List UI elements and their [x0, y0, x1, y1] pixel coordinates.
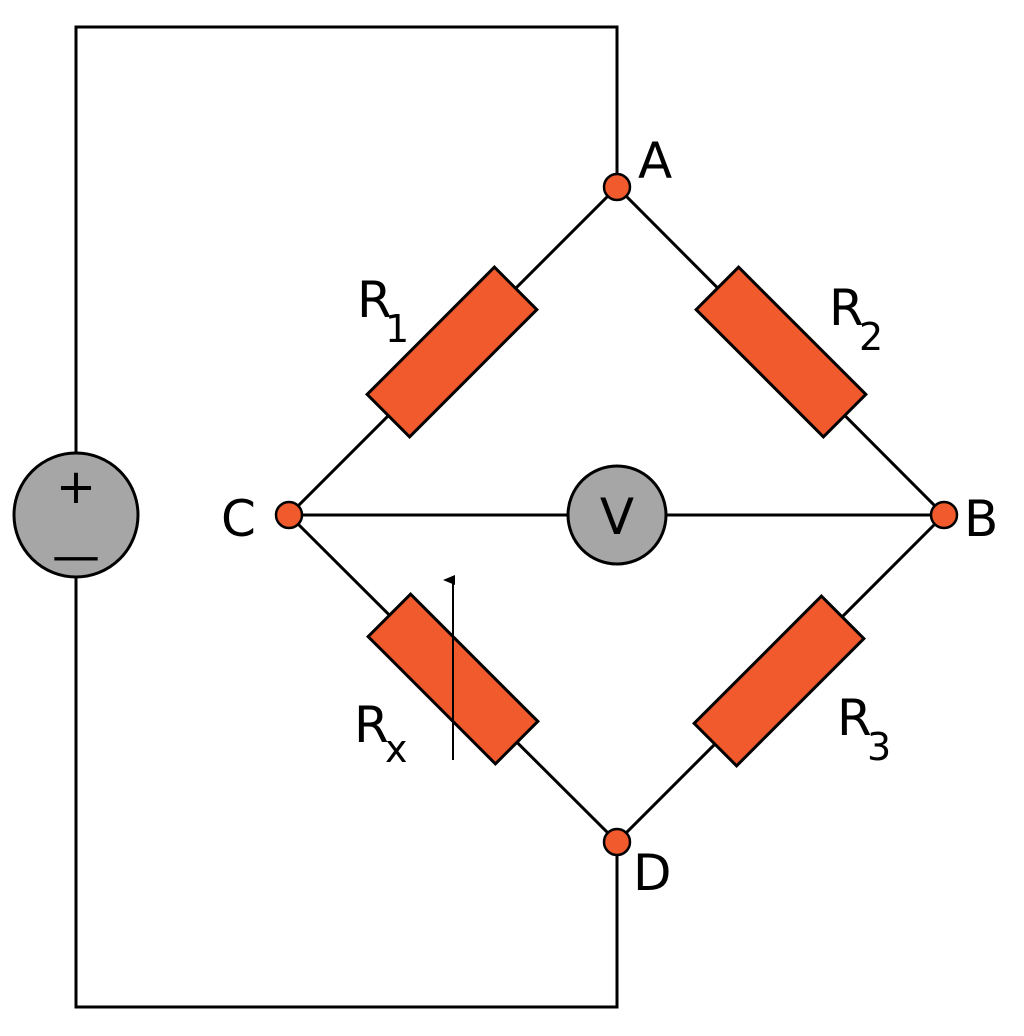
node-c: [274, 500, 304, 530]
resistor-r3: [692, 594, 866, 768]
r3-subscript: 3: [867, 725, 891, 769]
node-a-label: A: [638, 132, 672, 190]
rx-symbol: R: [354, 696, 389, 754]
voltmeter: [566, 464, 668, 566]
voltage-source: [12, 451, 140, 579]
node-d-label: D: [633, 844, 672, 902]
node-b: [929, 500, 959, 530]
r1-label: R 1: [357, 271, 409, 351]
r2-label: R 2: [829, 279, 883, 359]
r2-symbol: R: [829, 279, 864, 337]
rx-label: R x: [354, 696, 408, 771]
node-a: [602, 172, 632, 202]
node-c-label: C: [221, 490, 256, 548]
r3-label: R 3: [837, 689, 891, 769]
node-d: [602, 827, 632, 857]
resistor-r2: [694, 265, 868, 439]
source-plus-symbol: +: [56, 459, 96, 515]
resistor-r1: [365, 265, 539, 439]
r2-subscript: 2: [859, 315, 883, 359]
voltmeter-label: V: [600, 488, 634, 546]
source-minus-symbol: —: [52, 528, 100, 584]
r1-symbol: R: [357, 271, 392, 329]
source-bottom-wire: [74, 576, 619, 1009]
rx-subscript: x: [385, 727, 408, 771]
r1-subscript: 1: [385, 307, 409, 351]
node-b-label: B: [964, 490, 998, 548]
source-top-wire: [74, 25, 619, 454]
r3-symbol: R: [837, 689, 872, 747]
